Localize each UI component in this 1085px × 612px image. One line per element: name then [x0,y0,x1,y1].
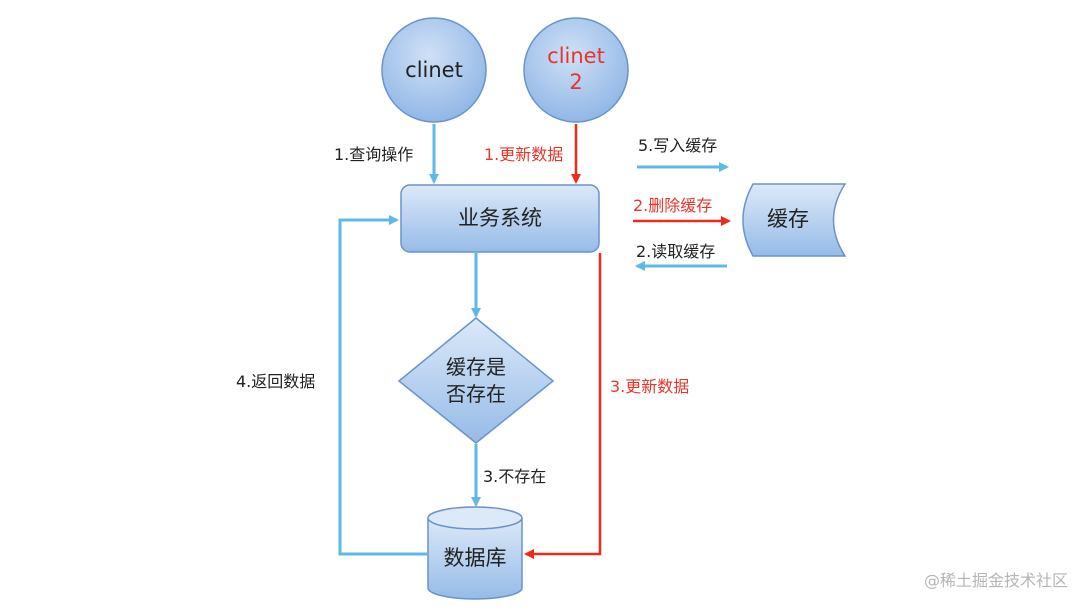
client2-label-line1: clinet [547,44,605,68]
label-query: 1.查询操作 [334,145,413,164]
cache-exists-decision: 缓存是 否存在 [397,317,555,444]
client1-label: clinet [405,58,463,82]
decision-label-line2: 否存在 [446,382,506,406]
arrow-update-database [524,253,602,559]
database-node: 数据库 [427,506,523,600]
label-return-data: 4.返回数据 [236,372,315,391]
client1-node: clinet [381,17,487,123]
label-update3: 3.更新数据 [610,377,689,396]
arrow-return-data [338,215,428,556]
label-delete-cache: 2.删除缓存 [633,196,712,215]
database-label: 数据库 [444,546,507,570]
watermark-text: @稀土掘金技术社区 [924,571,1068,590]
client2-node: clinet 2 [523,17,629,123]
decision-label-line1: 缓存是 [446,355,506,379]
client2-label-line2: 2 [569,70,582,94]
business-system-node: 业务系统 [400,184,600,253]
label-read-cache: 2.读取缓存 [636,242,715,261]
label-write-cache: 5.写入缓存 [638,136,717,155]
cache-label: 缓存 [767,207,809,231]
label-not-exist: 3.不存在 [483,467,546,486]
business-system-label: 业务系统 [458,206,542,230]
cache-node: 缓存 [742,183,847,257]
label-update1: 1.更新数据 [484,145,563,164]
